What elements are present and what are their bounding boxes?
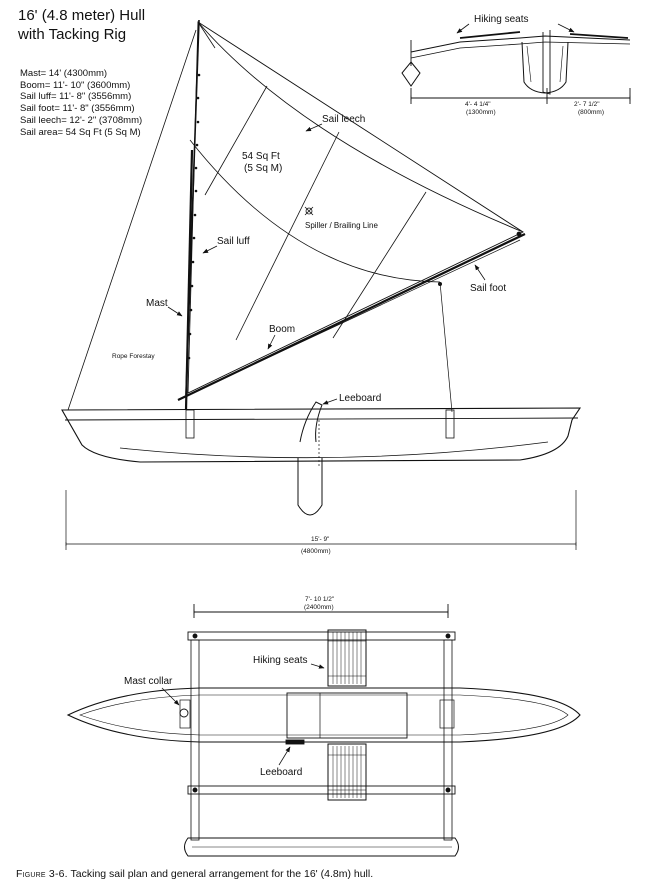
rope-forestay xyxy=(67,29,197,411)
hull-side xyxy=(61,401,582,516)
spec-sail-foot: Sail foot= 11'- 8" (3556mm) xyxy=(20,103,135,115)
label-spiller: Spiller / Brailing Line xyxy=(305,221,378,230)
sail-leech-curve xyxy=(197,21,524,233)
brailing-line xyxy=(189,139,441,283)
mast xyxy=(184,149,194,411)
label-boom: Boom xyxy=(269,324,295,335)
spec-sail-luff: Sail luff= 11'- 8" (3556mm) xyxy=(20,91,132,103)
sail-plan-labels: Sail leech 54 Sq Ft (5 Sq M) Spiller / B… xyxy=(112,114,506,405)
spec-mast: Mast= 14' (4300mm) xyxy=(20,68,108,79)
spec-sail-leech: Sail leech= 12'- 2" (3708mm) xyxy=(20,114,143,126)
dim-overall-length-mm: (4800mm) xyxy=(301,548,331,555)
dim-crossbeam-mm: (2400mm) xyxy=(304,604,334,611)
dim-overall-length: 15'- 9" xyxy=(311,536,330,543)
label-leeboard: Leeboard xyxy=(339,393,381,404)
label-sail-foot: Sail foot xyxy=(470,283,506,294)
label-hiking-seats-plan: Hiking seats xyxy=(253,655,307,666)
title-line-2: with Tacking Rig xyxy=(18,26,127,43)
label-leeboard-plan: Leeboard xyxy=(260,767,302,778)
outrigger-float xyxy=(184,837,459,857)
plan-view xyxy=(66,604,581,857)
dim-beam-right: 2'- 7 1/2" xyxy=(574,101,600,108)
label-mast: Mast xyxy=(146,298,168,309)
figure-caption-text: Tacking sail plan and general arrangemen… xyxy=(70,868,374,880)
hiking-seat-slats xyxy=(328,632,366,798)
label-sail-luff: Sail luff xyxy=(217,236,250,247)
label-hiking-seats-top: Hiking seats xyxy=(474,14,528,25)
spec-sail-area: Sail area= 54 Sq Ft (5 Sq M) xyxy=(20,126,141,138)
sail xyxy=(187,21,524,394)
title-line-1: 16' (4.8 meter) Hull xyxy=(18,7,146,24)
label-rope-forestay: Rope Forestay xyxy=(112,353,155,360)
length-dimension xyxy=(65,490,577,550)
dim-crossbeam: 7'- 10 1/2" xyxy=(305,596,335,603)
end-view xyxy=(401,30,631,104)
label-sail-leech: Sail leech xyxy=(322,114,365,125)
hull-plan xyxy=(66,687,581,743)
dim-beam-left-mm: (1300mm) xyxy=(466,109,496,116)
figure-number: Figure 3-6. xyxy=(16,868,68,880)
drawing-title: 16' (4.8 meter) Hull with Tacking Rig xyxy=(18,6,145,44)
leeboard-blade-side xyxy=(297,458,323,516)
leeboard-head-side xyxy=(299,401,323,443)
label-mast-collar: Mast collar xyxy=(124,676,173,687)
figure-caption: Figure 3-6. Tacking sail plan and genera… xyxy=(16,868,373,880)
dim-beam-left: 4'- 4 1/4" xyxy=(465,101,491,108)
spec-list: Mast= 14' (4300mm) Boom= 11'- 10" (3600m… xyxy=(20,68,142,138)
label-sail-area-m: (5 Sq M) xyxy=(244,163,282,174)
sail-plan xyxy=(67,19,526,413)
dim-beam-right-mm: (800mm) xyxy=(578,109,604,116)
spec-boom: Boom= 11'- 10" (3600mm) xyxy=(20,79,131,91)
label-sail-area-ft: 54 Sq Ft xyxy=(242,151,280,162)
